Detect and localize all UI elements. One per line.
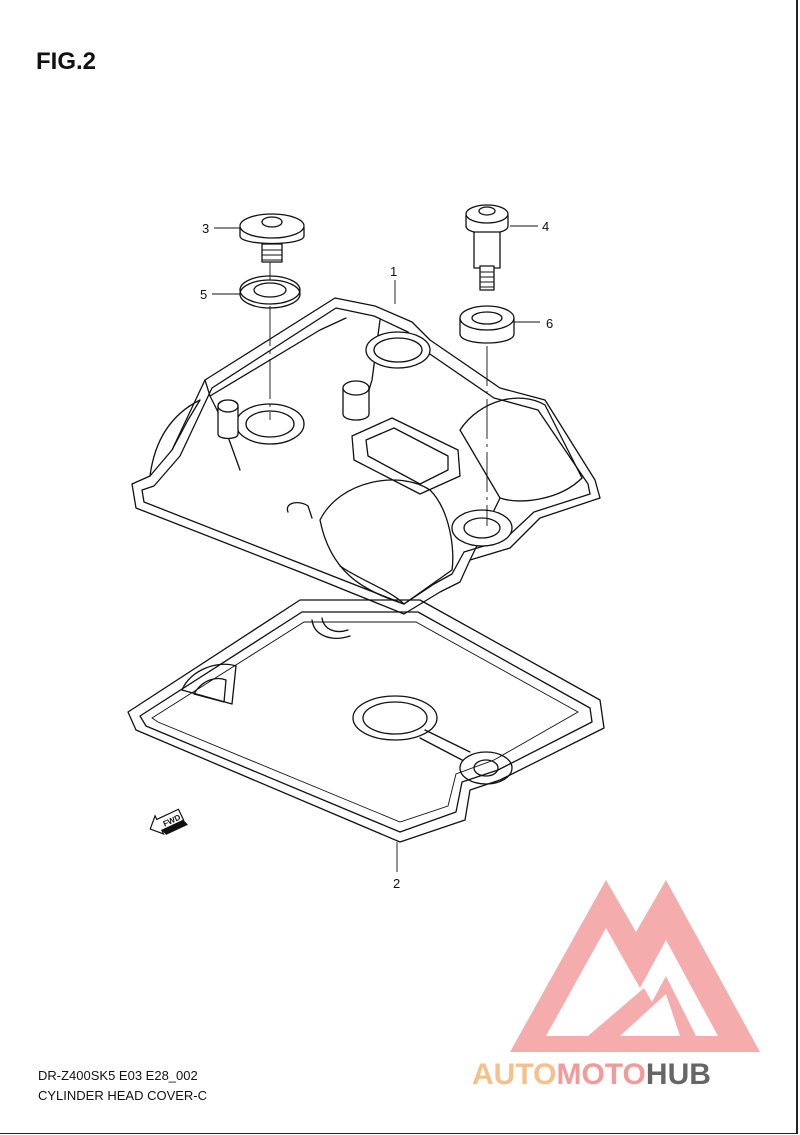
watermark-word-moto: MOTO [556,1058,645,1091]
assembly-alignment-lines [269,262,488,526]
callout-part-3: 3 [202,221,209,236]
cylinder-head-cover [131,297,601,615]
automotohub-logo-icon: AUTOMOTOHUB [472,880,760,1091]
callout-part-1: 1 [390,264,397,279]
callout-part-2: 2 [393,876,400,891]
figure-title: FIG.2 [36,48,97,75]
callout-part-6: 6 [546,316,553,331]
svg-text:AUTOMOTOHUB: AUTOMOTOHUB [472,1058,711,1091]
watermark-triangle-icon [510,880,760,1052]
callout-part-4: 4 [542,219,549,234]
bolt-part-3 [239,213,305,263]
leader-lines [212,225,540,872]
figure-caption: CYLINDER HEAD COVER-C [38,1088,208,1103]
bolt-part-4 [465,204,509,291]
washer-part-5 [239,275,301,309]
cylinder-head-cover-gasket [127,599,605,843]
watermark-word-hub: HUB [646,1058,711,1091]
callout-part-5: 5 [200,287,207,302]
forward-arrow-icon: FWD [149,808,188,835]
watermark-word-auto: AUTO [472,1058,556,1091]
grommet-part-6 [459,305,515,344]
model-code: DR-Z400SK5 E03 E28_002 [38,1068,198,1083]
